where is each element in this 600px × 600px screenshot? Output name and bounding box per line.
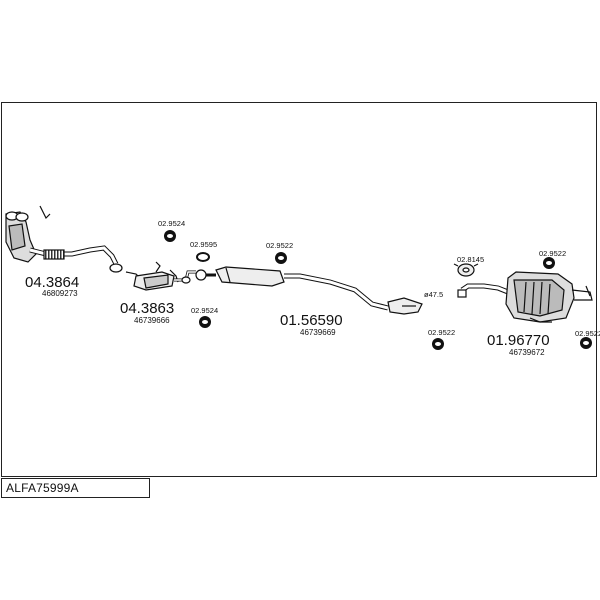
- diameter-note: ø47.5: [424, 290, 443, 299]
- center-pipe-drawing: [195, 266, 423, 315]
- rear-silencer-drawing: [457, 271, 593, 323]
- clamp-d-label: 02.9522: [539, 249, 566, 258]
- mount-a-drawing: [453, 263, 479, 277]
- clamp-c-label: 02.9522: [266, 241, 293, 250]
- title-box: ALFA75999A: [1, 478, 150, 498]
- center-pipe-code: 01.56590: [280, 312, 343, 329]
- clamp-a-label: 02.9524: [158, 219, 185, 228]
- rear-silencer-oem: 46739672: [509, 348, 545, 357]
- clamp-d-drawing: [543, 257, 555, 269]
- clamp-e-drawing: [432, 338, 444, 350]
- cat-converter-oem: 46739666: [134, 316, 170, 325]
- cat-converter-code: 04.3863: [120, 300, 174, 317]
- cat-converter-drawing: [125, 261, 196, 291]
- rear-silencer-code: 01.96770: [487, 332, 550, 349]
- diagram-frame: [1, 102, 597, 477]
- clamp-c-drawing: [275, 252, 287, 264]
- center-pipe-oem: 46739669: [300, 328, 336, 337]
- clamp-e-label: 02.9522: [428, 328, 455, 337]
- front-pipe-drawing: [5, 205, 123, 273]
- front-pipe-oem: 46809273: [42, 289, 78, 298]
- gasket-a-label: 02.9595: [190, 240, 217, 249]
- diagram-title: ALFA75999A: [6, 481, 79, 495]
- clamp-f-label: 02.9522: [575, 329, 600, 338]
- front-pipe-code: 04.3864: [25, 274, 79, 291]
- clamp-f-drawing: [580, 337, 592, 349]
- clamp-a-drawing: [164, 230, 176, 242]
- gasket-a-drawing: [196, 252, 210, 262]
- clamp-b-drawing: [199, 316, 211, 328]
- mount-a-label: 02.8145: [457, 255, 484, 264]
- clamp-b-label: 02.9524: [191, 306, 218, 315]
